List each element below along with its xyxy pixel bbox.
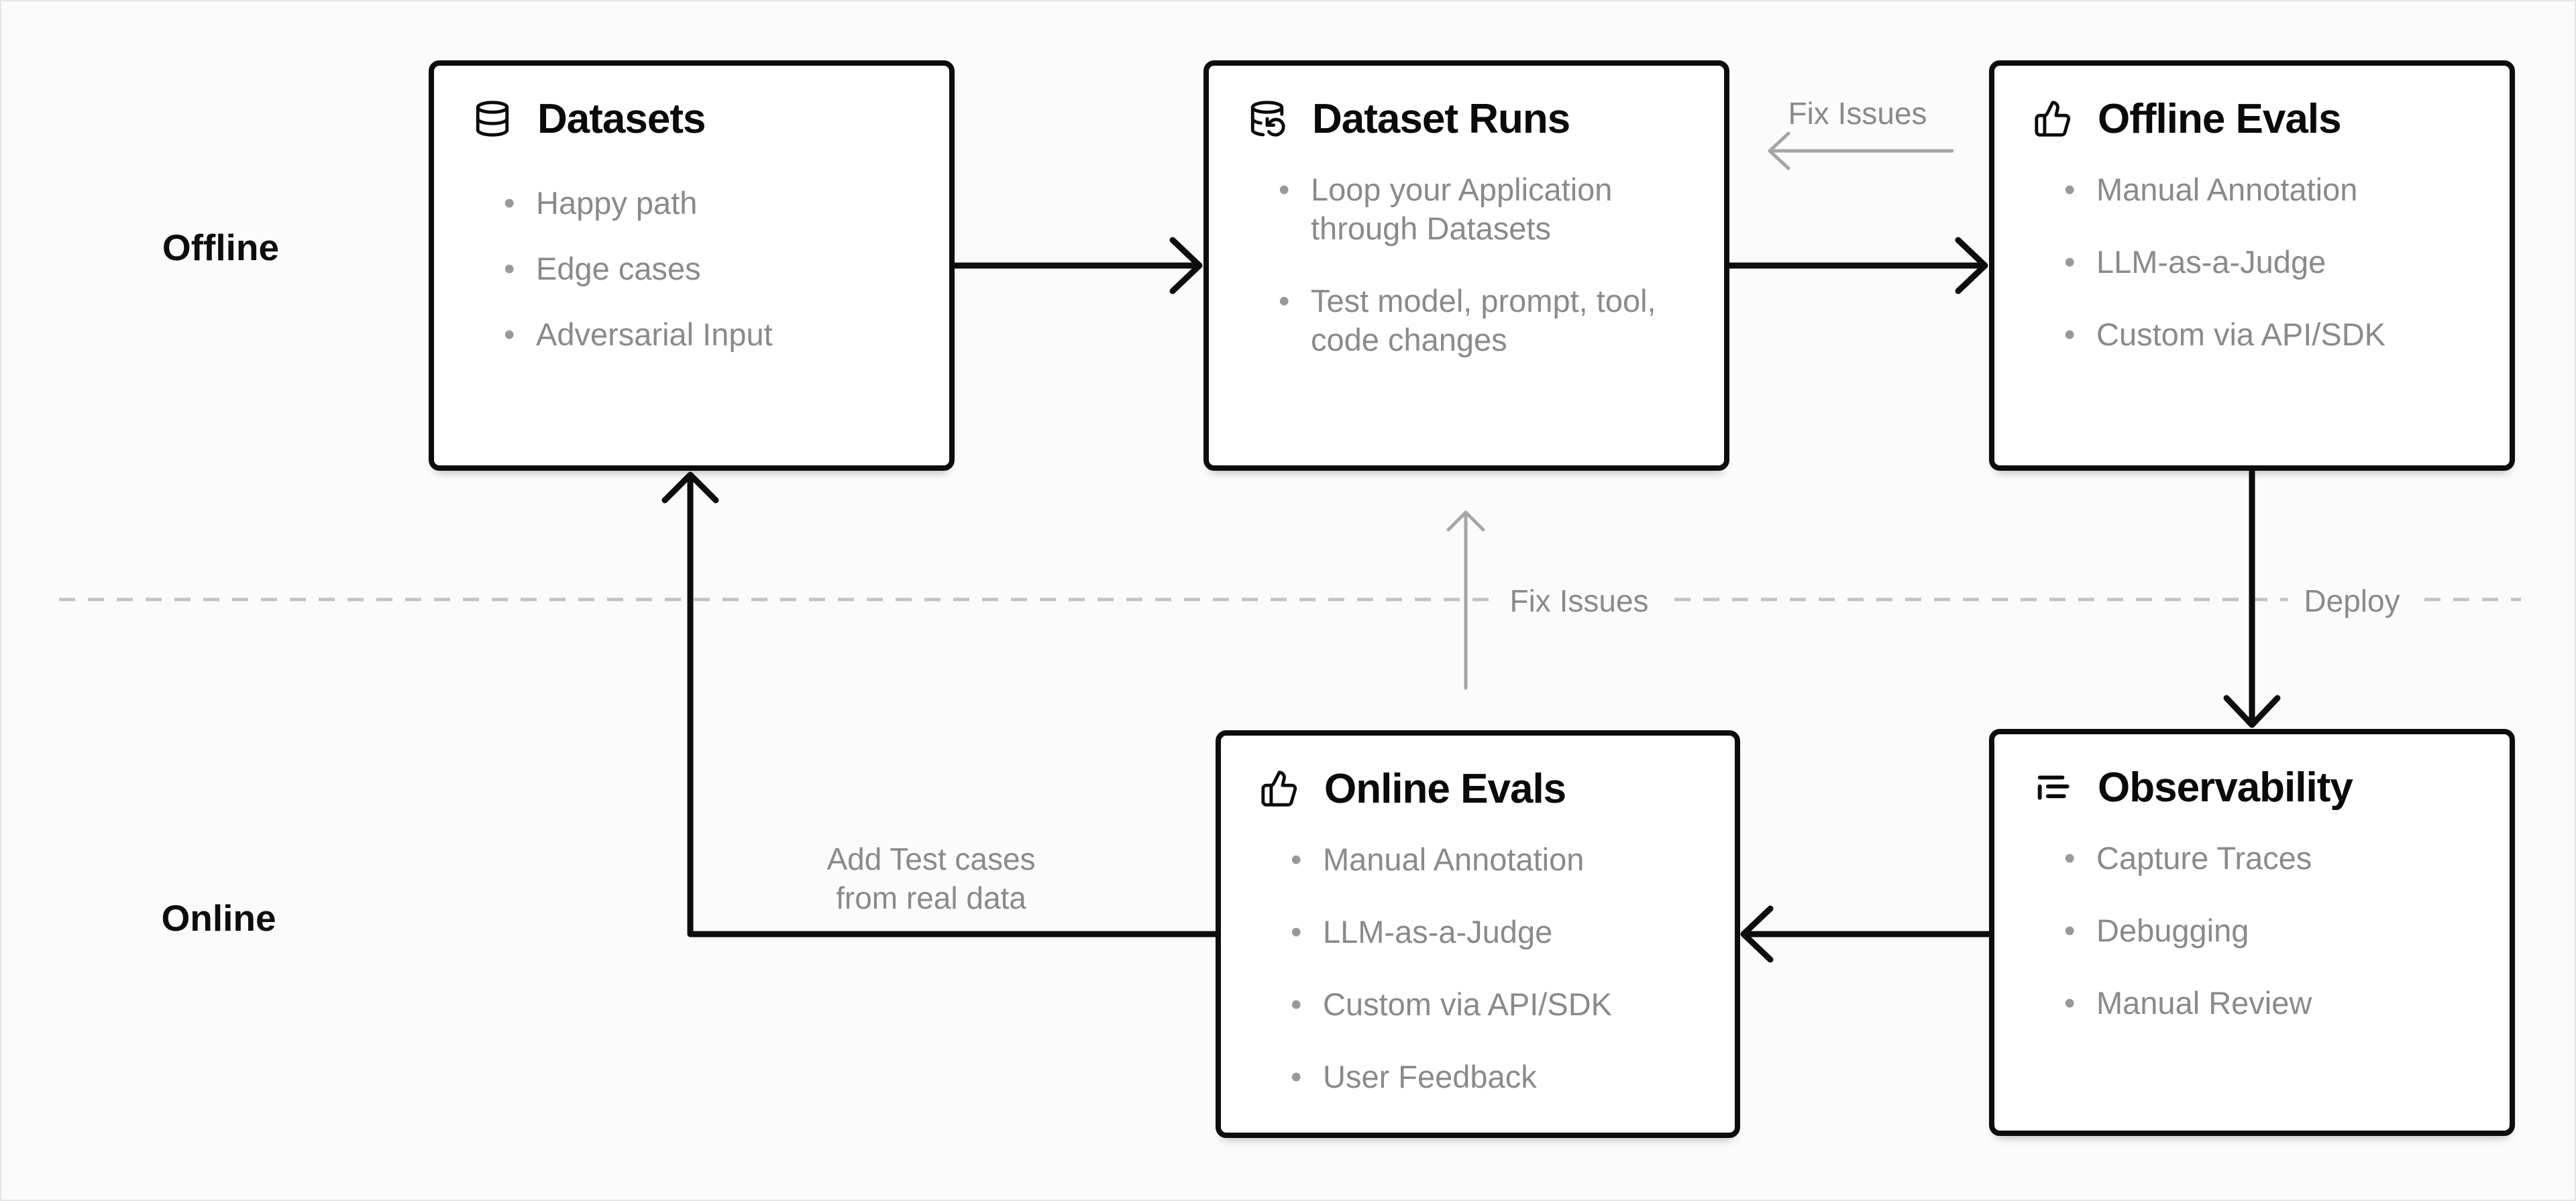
arrow-online-evals-to-datasets-feedback	[661, 471, 1219, 937]
online-evals-box-header: Online Evals	[1260, 765, 1735, 812]
dataset-runs-box: Dataset Runs Loop your Application throu…	[1203, 60, 1729, 471]
list-item: Manual Review	[2064, 984, 2510, 1023]
arrow-dataset-runs-to-offline-evals	[1725, 237, 1988, 294]
list-item: Capture Traces	[2064, 839, 2510, 878]
add-test-cases-line-2: from real data	[836, 880, 1026, 915]
list-item: Edge cases	[504, 249, 949, 288]
list-item: Loop your Application through Datasets	[1279, 170, 1724, 248]
dataset-runs-box-header: Dataset Runs	[1248, 95, 1724, 142]
arrow-observability-to-online-evals	[1740, 905, 1992, 963]
lane-label-offline: Offline	[162, 227, 280, 268]
arrow-fix-issues-left-gray	[1768, 131, 1954, 170]
datasets-box: Datasets Happy pathEdge casesAdversarial…	[429, 60, 955, 471]
dataset-runs-box-title: Dataset Runs	[1312, 95, 1570, 142]
database-icon	[476, 101, 509, 137]
edge-label-fix-issues-top: Fix Issues	[1788, 96, 1927, 131]
lane-label-online: Online	[161, 897, 276, 939]
datasets-box-title: Datasets	[537, 95, 706, 142]
offline-evals-box-header: Offline Evals	[2033, 95, 2510, 142]
arrow-offline-evals-to-observability-deploy	[2223, 467, 2281, 728]
edge-label-deploy: Deploy	[2288, 579, 2416, 623]
thumbs-up-icon	[1261, 770, 1297, 807]
observability-box-header: Observability	[2033, 764, 2510, 811]
datasets-item-list: Happy pathEdge casesAdversarial Input	[504, 184, 949, 354]
arrow-fix-issues-up-gray	[1446, 510, 1485, 690]
list-item: Adversarial Input	[504, 315, 949, 354]
online-evals-item-list: Manual AnnotationLLM-as-a-JudgeCustom vi…	[1291, 840, 1735, 1096]
list-item: Custom via API/SDK	[1291, 985, 1735, 1024]
add-test-cases-line-1: Add Test cases	[826, 842, 1036, 876]
list-item: LLM-as-a-Judge	[1291, 913, 1735, 952]
datasets-box-header: Datasets	[473, 95, 949, 142]
edge-label-add-test-cases: Add Test cases from real data	[790, 840, 1072, 917]
observability-box: Observability Capture TracesDebuggingMan…	[1989, 729, 2515, 1136]
offline-evals-box-title: Offline Evals	[2098, 95, 2342, 142]
observability-box-title: Observability	[2098, 764, 2353, 811]
list-item: Test model, prompt, tool, code changes	[1279, 282, 1724, 359]
arrow-datasets-to-dataset-runs	[951, 237, 1203, 294]
database-refresh-icon	[1250, 101, 1285, 137]
list-item: User Feedback	[1291, 1057, 1735, 1096]
edge-label-fix-issues-middle: Fix Issues	[1493, 579, 1665, 623]
list-item: Manual Annotation	[1291, 840, 1735, 879]
thumbs-up-icon	[2035, 101, 2071, 137]
list-item: Custom via API/SDK	[2064, 315, 2510, 354]
online-evals-box-title: Online Evals	[1324, 765, 1566, 812]
list-item: Happy path	[504, 184, 949, 223]
dataset-runs-item-list: Loop your Application through DatasetsTe…	[1279, 170, 1724, 359]
list-item: LLM-as-a-Judge	[2064, 243, 2510, 282]
list-item: Manual Annotation	[2064, 170, 2510, 209]
list-item: Debugging	[2064, 911, 2510, 950]
trace-list-icon	[2037, 775, 2070, 800]
offline-evals-item-list: Manual AnnotationLLM-as-a-JudgeCustom vi…	[2064, 170, 2510, 354]
observability-item-list: Capture TracesDebuggingManual Review	[2064, 839, 2510, 1023]
online-evals-box: Online Evals Manual AnnotationLLM-as-a-J…	[1216, 730, 1740, 1138]
offline-evals-box: Offline Evals Manual AnnotationLLM-as-a-…	[1989, 60, 2515, 471]
